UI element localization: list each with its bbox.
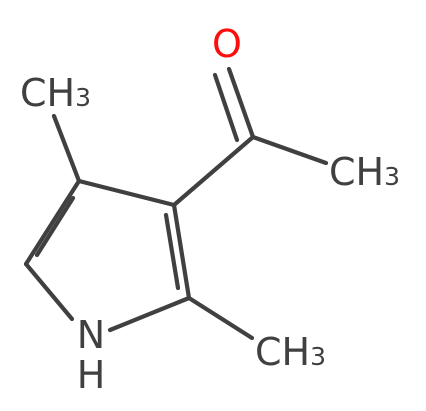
bond-c4-c5: [23, 178, 82, 267]
bond-c3-carbonyl: [171, 134, 256, 208]
bond-n1-c2: [107, 295, 192, 333]
bond-carbonyl-oxygen-2: [212, 72, 240, 143]
oxygen-atom-label: O: [212, 22, 242, 66]
bond-c3-c4: [76, 178, 177, 208]
methyl-acetyl-label: CH3: [329, 150, 400, 194]
methyl-acetyl-subscript: 3: [384, 162, 400, 191]
methyl-bottom-subscript: 3: [310, 342, 326, 371]
bond-group: [23, 66, 329, 341]
nitrogen-atom-label: N: [77, 313, 105, 357]
bond-carbonyl-oxygen: [226, 66, 256, 140]
bond-c2-c3: [171, 202, 192, 301]
bond-carbonyl-methyl: [250, 134, 329, 166]
bond-c4-methyl: [51, 113, 82, 184]
methyl-acetyl-main: CH: [329, 150, 384, 194]
methyl-left-label: CH3: [20, 71, 91, 115]
methyl-left-subscript: 3: [75, 83, 91, 112]
bond-c5-n1: [23, 261, 75, 322]
bond-c4-c5-inner: [34, 195, 76, 258]
amine-hydrogen-label: H: [77, 353, 106, 397]
methyl-bottom-label: CH3: [255, 330, 326, 374]
methyl-left-main: CH: [20, 71, 75, 115]
bond-c2-methyl: [186, 295, 255, 341]
methyl-bottom-main: CH: [255, 330, 310, 374]
bond-c2-c3-inner: [163, 212, 181, 291]
